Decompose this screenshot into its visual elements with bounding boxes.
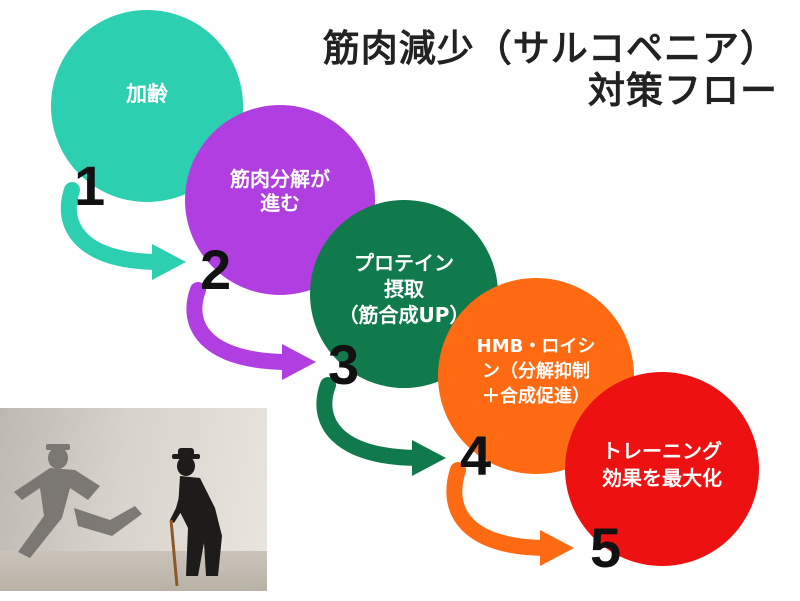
- step-1-number: 1: [74, 154, 106, 217]
- step-4-label-line-2: ン（分解抑制: [481, 360, 590, 382]
- step-3-number: 3: [328, 333, 360, 396]
- step-1-label: 加齢: [126, 82, 168, 106]
- arrow-4-to-5: [446, 462, 574, 566]
- step-5-label-line-1: トレーニング: [602, 439, 722, 463]
- arrow-1-to-2: [60, 182, 186, 280]
- arrow-2-to-3: [186, 282, 316, 380]
- step-3-label-line-1: プロテイン: [354, 251, 454, 275]
- step-5-circle: トレーニング 効果を最大化: [565, 372, 759, 566]
- elderly-man-photo: [0, 408, 267, 591]
- step-4-label-line-1: HMB・ロイシ: [476, 335, 596, 357]
- step-3-label-line-2: 摂取: [384, 277, 424, 301]
- step-3-circle: プロテイン 摂取 （筋合成UP）: [310, 200, 498, 388]
- step-3-label-line-3: （筋合成UP）: [338, 303, 470, 327]
- elderly-man-with-cane-and-running-shadow-icon: [14, 444, 222, 587]
- elderly-man-silhouette: [170, 448, 222, 576]
- diagram-title: 筋肉減少（サルコペニア） 対策フロー: [323, 28, 778, 112]
- step-5-label-line-2: 効果を最大化: [602, 466, 722, 490]
- arrow-3-to-4: [316, 377, 446, 476]
- step-2-label-line-1: 筋肉分解が: [230, 167, 330, 191]
- cane: [169, 519, 179, 587]
- title-line-2: 対策フロー: [588, 69, 778, 112]
- step-4-label-line-3: ＋合成促進）: [481, 385, 590, 407]
- step-2-label-line-2: 進む: [260, 191, 300, 215]
- photo-floor: [0, 551, 267, 591]
- running-shadow-silhouette: [14, 444, 142, 558]
- step-5-number: 5: [590, 516, 622, 579]
- title-line-1: 筋肉減少（サルコペニア）: [322, 27, 778, 70]
- step-2-number: 2: [200, 238, 232, 301]
- step-4-number: 4: [460, 424, 492, 487]
